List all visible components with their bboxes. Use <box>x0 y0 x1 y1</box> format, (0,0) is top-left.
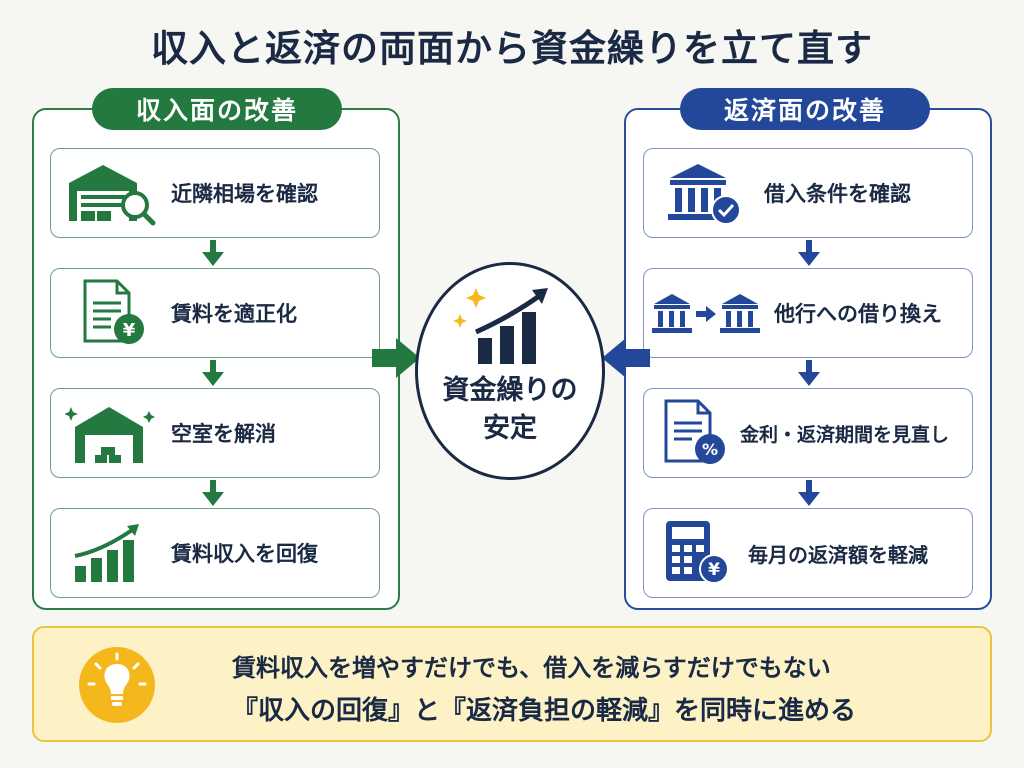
page-title: 収入と返済の両面から資金繰りを立て直す <box>151 27 873 70</box>
center-label: 資金繰りの 安定 <box>415 372 605 448</box>
down-arrow-icon <box>798 240 820 266</box>
svg-text:¥: ¥ <box>123 320 136 341</box>
repayment-step-2-label: 他行への借り換え <box>774 302 942 326</box>
center-label-line1: 資金繰りの <box>442 375 578 406</box>
svg-text:¥: ¥ <box>708 560 720 580</box>
income-step-3: 空室を解消 <box>50 388 380 478</box>
repayment-step-1: 借入条件を確認 <box>643 148 973 238</box>
repayment-step-4: ¥ 毎月の返済額を軽減 <box>643 508 973 598</box>
svg-text:%: % <box>702 440 718 459</box>
repayment-step-1-label: 借入条件を確認 <box>764 182 911 206</box>
down-arrow-icon <box>798 480 820 506</box>
repayment-step-3-label: 金利・返済期間を見直し <box>740 423 950 446</box>
repayment-panel-heading: 返済面の改善 <box>680 88 930 130</box>
rising-chart-icon <box>453 288 548 364</box>
income-step-2-label: 賃料を適正化 <box>171 302 297 326</box>
lightbulb-icon <box>79 647 155 723</box>
repayment-step-2: 他行への借り換え <box>643 268 973 358</box>
calculator-yen-icon: ¥ <box>644 509 748 597</box>
warehouse-sparkle-icon <box>51 389 171 477</box>
down-arrow-icon <box>202 480 224 506</box>
income-step-3-label: 空室を解消 <box>171 422 276 446</box>
income-step-1-label: 近隣相場を確認 <box>171 182 318 206</box>
summary-line-1: 賃料収入を増やすだけでも、借入を減らすだけでもない <box>232 654 831 682</box>
income-step-4-label: 賃料収入を回復 <box>171 542 318 566</box>
bank-transfer-icon <box>644 269 774 357</box>
bank-check-icon <box>644 149 764 237</box>
income-panel-heading: 収入面の改善 <box>92 88 342 130</box>
growth-chart-icon <box>51 509 171 597</box>
center-goal <box>415 262 605 480</box>
income-step-1: 近隣相場を確認 <box>50 148 380 238</box>
percent-document-icon: % <box>644 389 740 477</box>
left-arrow-icon <box>602 338 650 378</box>
summary-line-2: 『収入の回復』と『返済負担の軽減』を同時に進める <box>232 696 857 726</box>
repayment-step-4-label: 毎月の返済額を軽減 <box>748 542 928 567</box>
down-arrow-icon <box>202 360 224 386</box>
warehouse-search-icon <box>51 149 171 237</box>
income-step-2: ¥ 賃料を適正化 <box>50 268 380 358</box>
summary-banner: 賃料収入を増やすだけでも、借入を減らすだけでもない 『収入の回復』と『返済負担の… <box>32 626 992 742</box>
down-arrow-icon <box>202 240 224 266</box>
right-arrow-icon <box>372 338 420 378</box>
down-arrow-icon <box>798 360 820 386</box>
center-label-line2: 安定 <box>483 413 537 444</box>
repayment-step-3: % 金利・返済期間を見直し <box>643 388 973 478</box>
income-step-4: 賃料収入を回復 <box>50 508 380 598</box>
yen-document-icon: ¥ <box>51 269 171 357</box>
